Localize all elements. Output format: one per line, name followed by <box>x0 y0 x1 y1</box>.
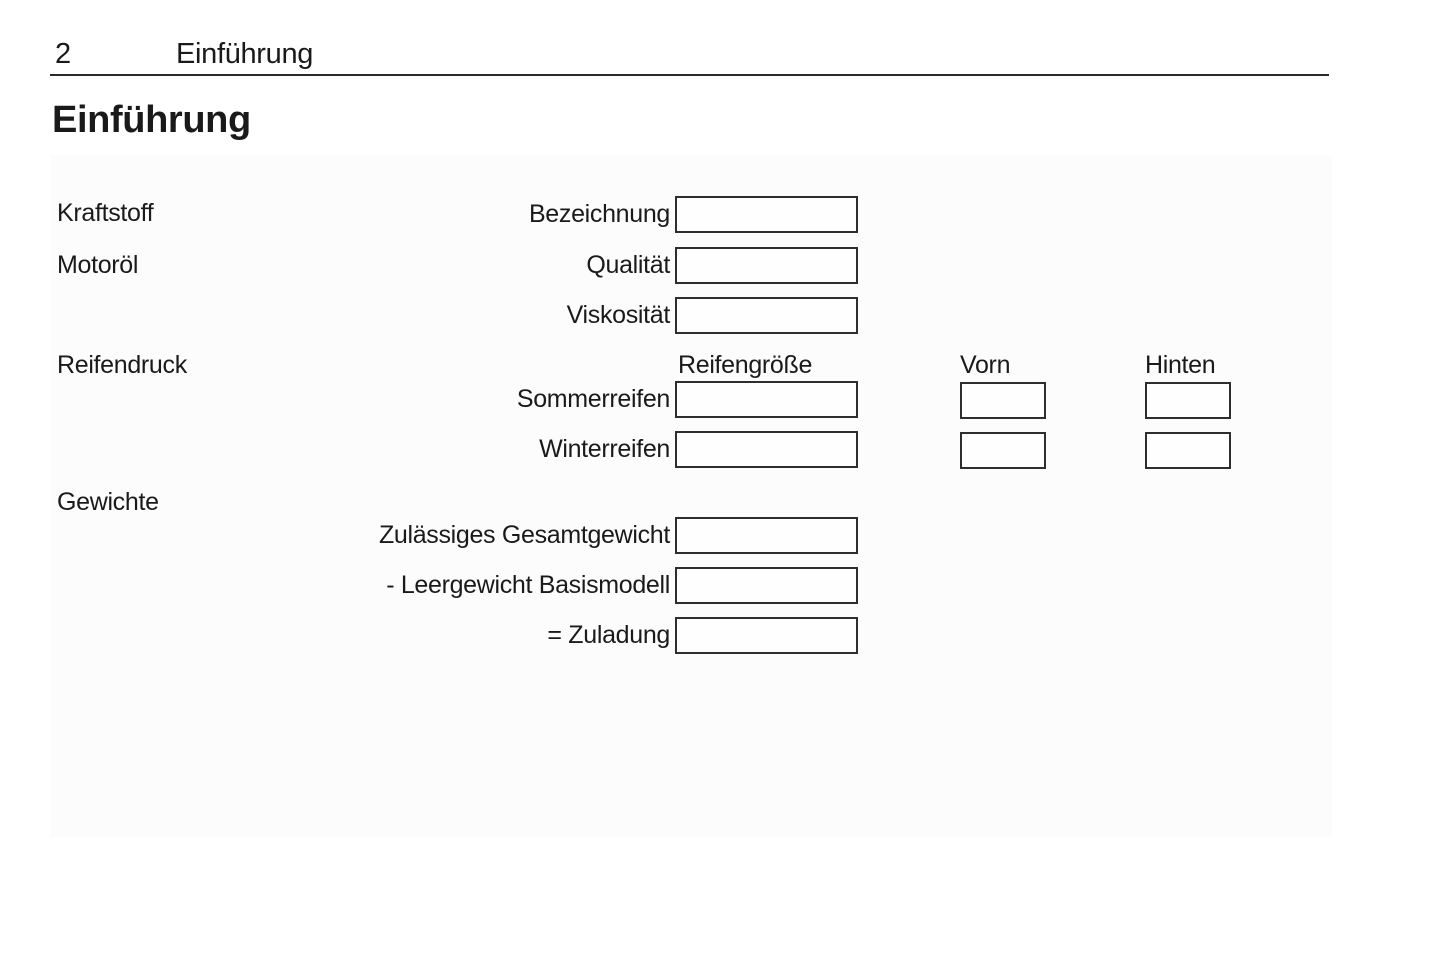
column-header-vorn: Vorn <box>960 351 1011 379</box>
bezeichnung-label: Bezeichnung <box>528 200 670 228</box>
sommerreifen-rear-input[interactable] <box>1145 382 1231 419</box>
zuladung-label: = Zuladung <box>547 621 670 649</box>
viskositaet-label: Viskosität <box>566 301 671 329</box>
page-number: 2 <box>55 38 71 70</box>
header-rule <box>50 74 1329 76</box>
leergewicht-label: - Leergewicht Basismodell <box>386 571 670 599</box>
qualitaet-label: Qualität <box>586 251 670 279</box>
qualitaet-input[interactable] <box>675 247 858 284</box>
section-label-reifendruck: Reifendruck <box>57 351 187 379</box>
winterreifen-size-input[interactable] <box>675 431 858 468</box>
gesamtgewicht-label: Zulässiges Gesamtgewicht <box>378 521 670 549</box>
sommerreifen-size-input[interactable] <box>675 381 858 418</box>
sommerreifen-label: Sommerreifen <box>516 385 670 413</box>
bezeichnung-input[interactable] <box>675 196 858 233</box>
gesamtgewicht-input[interactable] <box>675 517 858 554</box>
winterreifen-rear-input[interactable] <box>1145 432 1231 469</box>
section-label-kraftstoff: Kraftstoff <box>57 199 154 227</box>
column-header-hinten: Hinten <box>1145 351 1216 379</box>
column-header-reifengroesse: Reifengröße <box>678 351 813 379</box>
zuladung-input[interactable] <box>675 617 858 654</box>
winterreifen-label: Winterreifen <box>539 435 670 463</box>
form-panel: Kraftstoff Motoröl Reifendruck Gewichte … <box>50 155 1332 838</box>
section-label-motoroel: Motoröl <box>57 251 139 279</box>
header-chapter-title: Einführung <box>176 38 314 70</box>
leergewicht-input[interactable] <box>675 567 858 604</box>
sommerreifen-front-input[interactable] <box>960 382 1046 419</box>
viskositaet-input[interactable] <box>675 297 858 334</box>
page-title: Einführung <box>52 99 251 141</box>
section-label-gewichte: Gewichte <box>57 488 159 516</box>
winterreifen-front-input[interactable] <box>960 432 1046 469</box>
